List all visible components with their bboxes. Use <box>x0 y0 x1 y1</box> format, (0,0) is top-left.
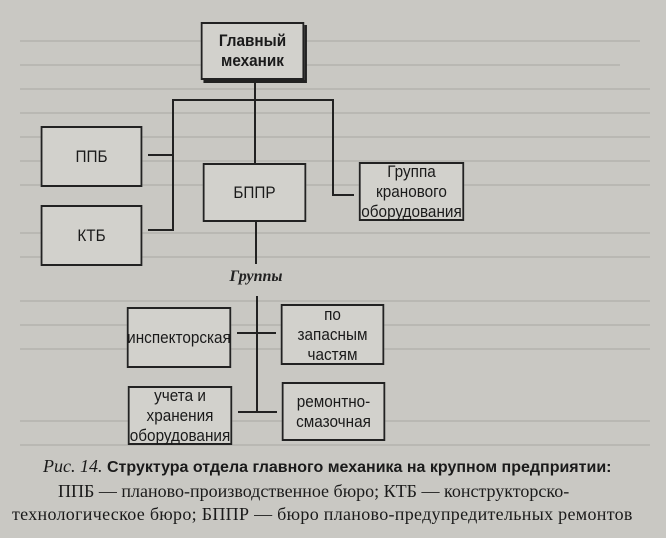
connector <box>332 194 354 196</box>
chief-mechanic-box: Главный механик <box>200 22 305 80</box>
connector <box>255 222 257 264</box>
group-lubrication-box: ремонтно-смазочная <box>281 382 386 441</box>
connector <box>173 99 334 101</box>
connector <box>148 229 173 231</box>
connector <box>256 296 258 413</box>
connector <box>238 411 277 413</box>
group-inspection-box: инспекторская <box>126 307 232 368</box>
ppb-box: ППБ <box>40 126 143 187</box>
connector <box>332 99 334 195</box>
group-spare-parts-box: по запасным частям <box>280 304 385 365</box>
figure-label: Рис. 14. <box>43 456 103 476</box>
bppr-box: БППР <box>202 163 307 222</box>
figure-caption-title: Рис. 14. Структура отдела главного механ… <box>43 456 666 477</box>
connector <box>148 154 173 156</box>
connector <box>237 332 276 334</box>
figure-title: Структура отдела главного механика на кр… <box>106 459 612 476</box>
crane-group-box: Группа кранового оборудования <box>358 162 465 221</box>
group-equipment-storage-box: учета и хранения оборудования <box>127 385 233 445</box>
connector <box>254 80 256 164</box>
figure-caption-line3: технологическое бюро; БППР — бюро планов… <box>12 504 633 524</box>
connector <box>172 99 174 231</box>
figure-caption-line2: ППБ — планово-производственное бюро; КТБ… <box>58 481 570 501</box>
ktb-box: КТБ <box>40 205 143 266</box>
groups-label: Группы <box>229 268 283 285</box>
